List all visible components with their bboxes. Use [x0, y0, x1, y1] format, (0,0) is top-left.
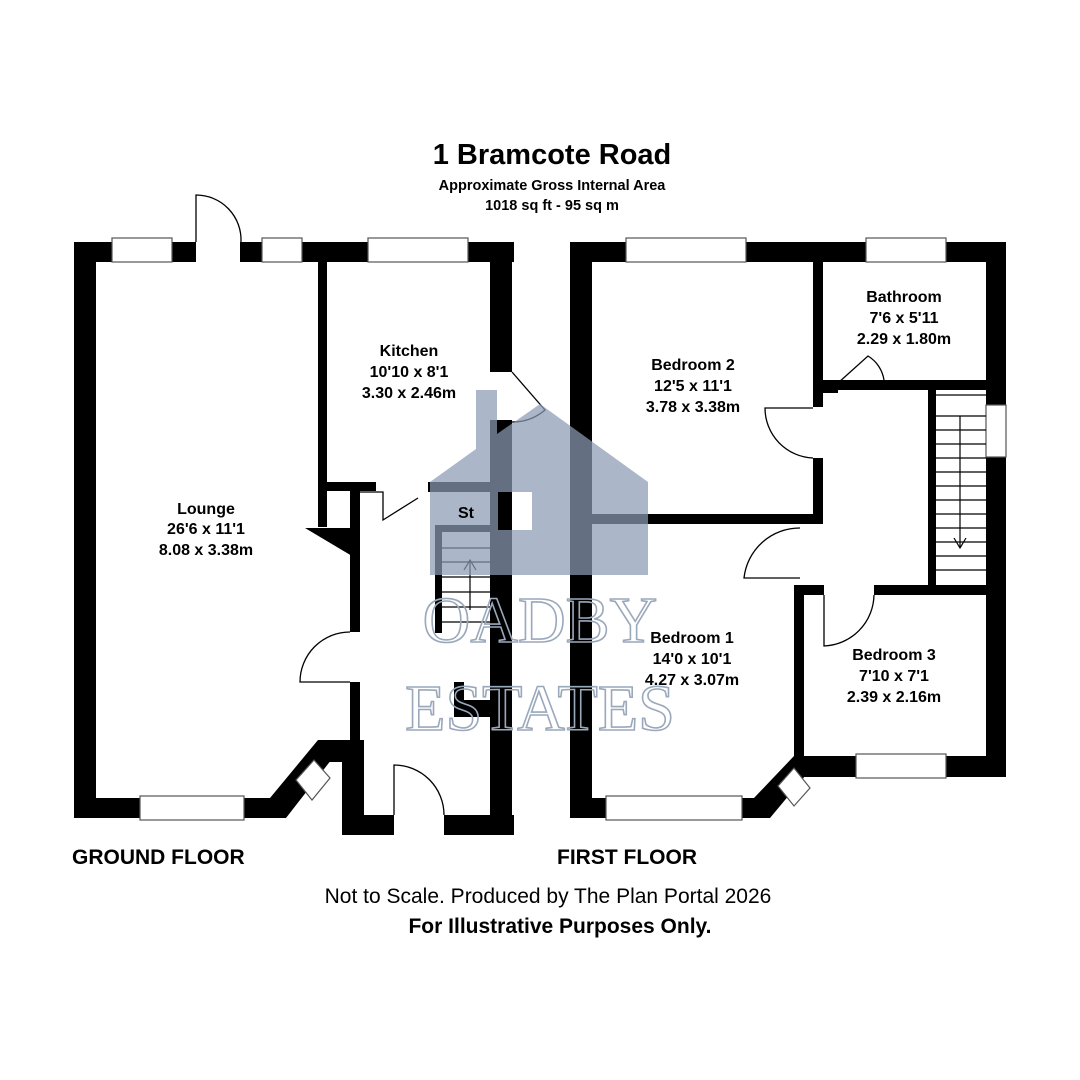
- room-label-bathroom: Bathroom 7'6 x 5'11 2.29 x 1.80m: [857, 289, 951, 348]
- disclaimer-text: Not to Scale. Produced by The Plan Porta…: [325, 885, 772, 908]
- room-size-metric: 3.78 x 3.38m: [646, 399, 740, 416]
- area-value: 1018 sq ft - 95 sq m: [485, 198, 619, 214]
- ground-floor-label: GROUND FLOOR: [72, 846, 245, 869]
- room-size-imperial: 7'6 x 5'11: [869, 310, 938, 327]
- house-logo-icon: [430, 390, 648, 575]
- room-name: Bedroom 3: [852, 647, 936, 664]
- ground-floor-plan: [74, 194, 546, 835]
- room-size-imperial: 7'10 x 7'1: [859, 668, 929, 685]
- room-size-metric: 4.27 x 3.07m: [645, 672, 739, 689]
- room-size-metric: 2.29 x 1.80m: [857, 331, 951, 348]
- room-label-store: St: [458, 505, 475, 522]
- property-title: 1 Bramcote Road: [433, 139, 672, 171]
- room-name: Bedroom 1: [650, 630, 734, 647]
- room-size-imperial: 14'0 x 10'1: [653, 651, 732, 668]
- room-label-lounge: Lounge 26'6 x 11'1 8.08 x 3.38m: [159, 501, 253, 559]
- room-name: Bedroom 2: [651, 357, 735, 374]
- room-size-imperial: 12'5 x 11'1: [654, 378, 732, 395]
- room-size-metric: 3.30 x 2.46m: [362, 385, 456, 402]
- watermark: OADBY ESTATES: [404, 390, 676, 746]
- watermark-line-1: OADBY: [423, 584, 658, 657]
- room-name: Kitchen: [380, 343, 439, 360]
- room-label-kitchen: Kitchen 10'10 x 8'1 3.30 x 2.46m: [362, 343, 456, 402]
- first-floor-label: FIRST FLOOR: [557, 846, 697, 869]
- room-label-bedroom-1: Bedroom 1 14'0 x 10'1 4.27 x 3.07m: [645, 630, 739, 689]
- watermark-line-2: ESTATES: [405, 672, 675, 745]
- room-size-metric: 2.39 x 2.16m: [847, 689, 941, 706]
- room-size-imperial: 26'6 x 11'1: [167, 521, 245, 538]
- room-size-metric: 8.08 x 3.38m: [159, 542, 253, 559]
- purpose-text: For Illustrative Purposes Only.: [408, 915, 711, 938]
- room-name: Bathroom: [866, 289, 942, 306]
- room-name: Lounge: [177, 501, 235, 518]
- room-size-imperial: 10'10 x 8'1: [370, 364, 449, 381]
- room-label-bedroom-2: Bedroom 2 12'5 x 11'1 3.78 x 3.38m: [646, 357, 740, 416]
- room-label-bedroom-3: Bedroom 3 7'10 x 7'1 2.39 x 2.16m: [847, 647, 941, 706]
- area-subtitle: Approximate Gross Internal Area: [439, 178, 667, 194]
